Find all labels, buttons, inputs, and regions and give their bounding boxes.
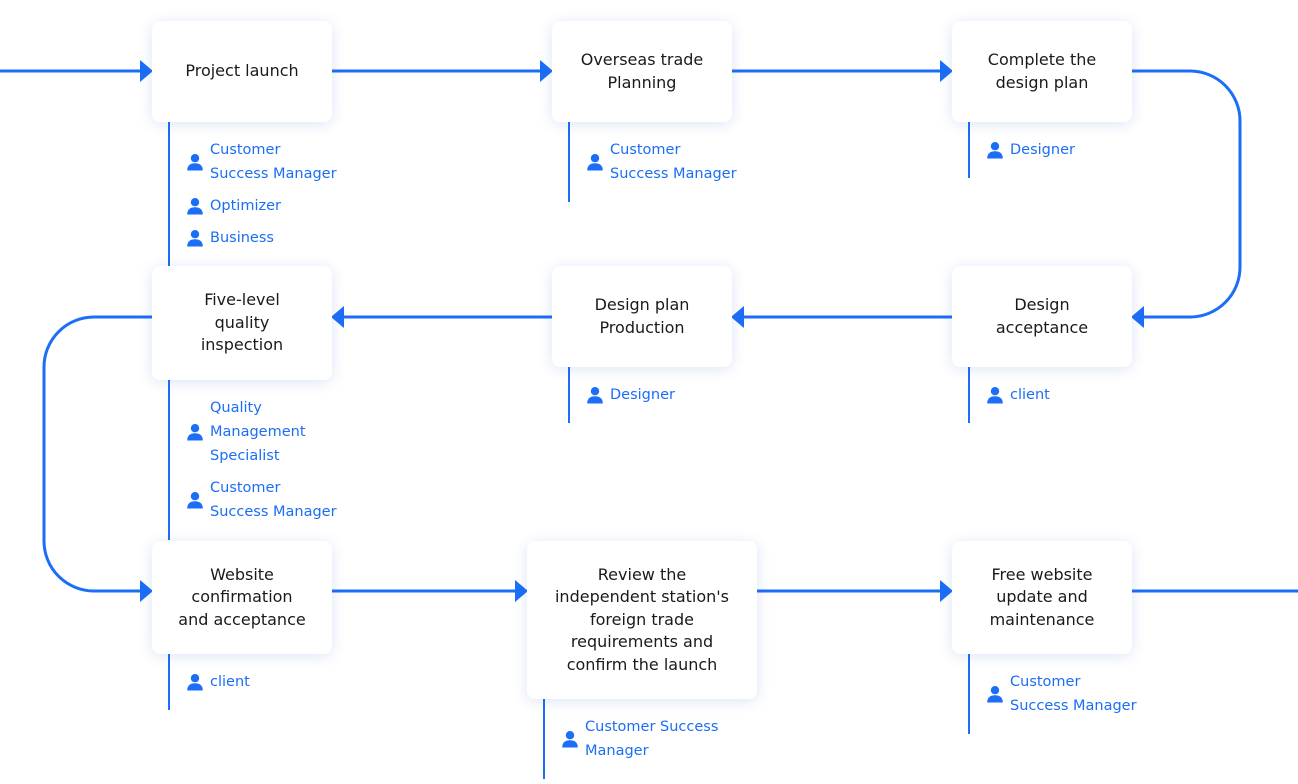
arrow-head-into-step-1 [140,60,153,82]
step-8-role: Customer Success Manager [561,715,718,763]
arrow-head-into-step-9 [940,580,953,602]
role-label: client [210,674,250,690]
step-8-role-line [543,699,545,779]
step-1-role-line [168,122,170,266]
step-1-role: Customer Success Manager [186,138,337,186]
step-3-role: Designer [986,138,1075,162]
role-label: Designer [1010,142,1075,158]
connector-6-7-curve [42,315,152,593]
step-5-role-line [568,367,570,423]
user-icon [186,423,204,441]
user-icon [186,197,204,215]
arrow-head-into-step-8 [515,580,528,602]
step-7-role: client [186,670,250,694]
user-icon [986,141,1004,159]
step-4-role: client [986,383,1050,407]
arrow-head-into-step-3 [940,60,953,82]
user-icon [186,673,204,691]
step-box-free-website-update-and-maintenance: Free website update and maintenance [952,541,1132,654]
step-3-role-line [968,122,970,178]
role-label: Customer Success Manager [210,480,337,520]
role-label: Optimizer [210,198,281,214]
step-6-role: Customer Success Manager [186,476,337,524]
role-label: Business [210,230,274,246]
step-5-role: Designer [586,383,675,407]
role-label: Designer [610,387,675,403]
arrow-head-into-step-2 [540,60,553,82]
step-2-role: Customer Success Manager [586,138,737,186]
step-6-role-line [168,380,170,540]
user-icon [986,685,1004,703]
step-6-role: Quality Management Specialist [186,396,306,468]
user-icon [186,229,204,247]
role-label: Quality Management Specialist [210,400,306,464]
step-box-design-plan-production: Design plan Production [552,266,732,367]
user-icon [986,386,1004,404]
step-box-five-level-quality-inspection: Five-level quality inspection [152,266,332,380]
user-icon [186,153,204,171]
step-9-role: Customer Success Manager [986,670,1137,718]
role-label: Customer Success Manager [610,142,737,182]
connector-3-4-curve [1132,69,1242,319]
step-box-project-launch: Project launch [152,21,332,122]
user-icon [186,491,204,509]
step-box-website-confirmation-and-acceptance: Website confirmation and acceptance [152,541,332,654]
role-label: client [1010,387,1050,403]
step-box-overseas-trade-planning: Overseas trade Planning [552,21,732,122]
arrow-head-into-step-4 [1131,306,1144,328]
arrow-head-into-step-6 [331,306,344,328]
role-label: Customer Success Manager [585,719,719,759]
step-box-design-acceptance: Design acceptance [952,266,1132,367]
step-1-role: Optimizer [186,194,281,218]
role-label: Customer Success Manager [1010,674,1137,714]
step-2-role-line [568,122,570,202]
user-icon [561,730,579,748]
arrow-head-into-step-7 [140,580,153,602]
arrow-head-into-step-5 [731,306,744,328]
step-box-review-the-independent-station-s-foreign-trade-requirements-and-confirm-the-launch: Review the independent station's foreign… [527,541,757,699]
user-icon [586,153,604,171]
step-1-role: Business [186,226,274,250]
user-icon [586,386,604,404]
step-4-role-line [968,367,970,423]
step-7-role-line [168,654,170,710]
role-label: Customer Success Manager [210,142,337,182]
step-9-role-line [968,654,970,734]
step-box-complete-the-design-plan: Complete the design plan [952,21,1132,122]
